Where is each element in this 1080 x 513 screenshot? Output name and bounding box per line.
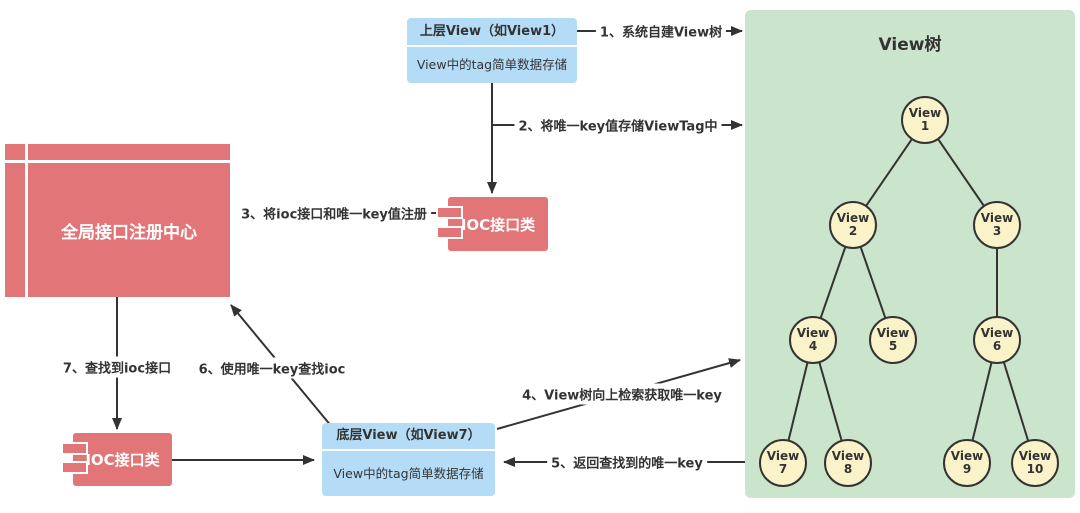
step6-label: 6、使用唯一key查找ioc	[194, 357, 350, 379]
ioc-top-tab-1	[436, 206, 463, 219]
ioc-component-top-label: IOC接口类	[460, 215, 536, 234]
ioc-bottom-tab-1	[61, 442, 88, 455]
view-tree-title: View树	[878, 35, 942, 55]
step5-label: 5、返回查找到的唯一key	[547, 451, 707, 473]
step1-label: 1、系统自建View树	[595, 20, 727, 42]
ioc-component-bottom: IOC接口类	[73, 433, 172, 486]
ioc-top-tab-2	[436, 226, 463, 239]
lower-view-body: View中的tag简单数据存储	[333, 466, 484, 481]
ioc-bottom-tab-2	[61, 461, 88, 474]
registry-box: 全局接口注册中心	[28, 163, 230, 297]
step2-label: 2、将唯一key值存储ViewTag中	[514, 114, 722, 136]
lower-view-title: 底层View（如View7）	[322, 423, 495, 451]
registry-corner-cell	[5, 144, 25, 160]
upper-view-title: 上层View（如View1）	[407, 18, 577, 47]
upper-view-box: 上层View（如View1） View中的tag简单数据存储	[407, 18, 577, 83]
step7-label: 7、查找到ioc接口	[58, 356, 176, 378]
ioc-component-top: IOC接口类	[448, 197, 548, 251]
upper-view-body: View中的tag简单数据存储	[416, 57, 568, 72]
step4-label: 4、View树向上检索获取唯一key	[518, 383, 726, 405]
registry-left-bar	[5, 163, 25, 297]
registry-top-bar	[28, 144, 230, 160]
lower-view-box: 底层View（如View7） View中的tag简单数据存储	[322, 423, 495, 496]
ioc-component-bottom-label: IOC接口类	[85, 451, 160, 469]
registry-title: 全局接口注册中心	[61, 222, 197, 243]
step3-label: 3、将ioc接口和唯一key值注册	[237, 202, 431, 224]
